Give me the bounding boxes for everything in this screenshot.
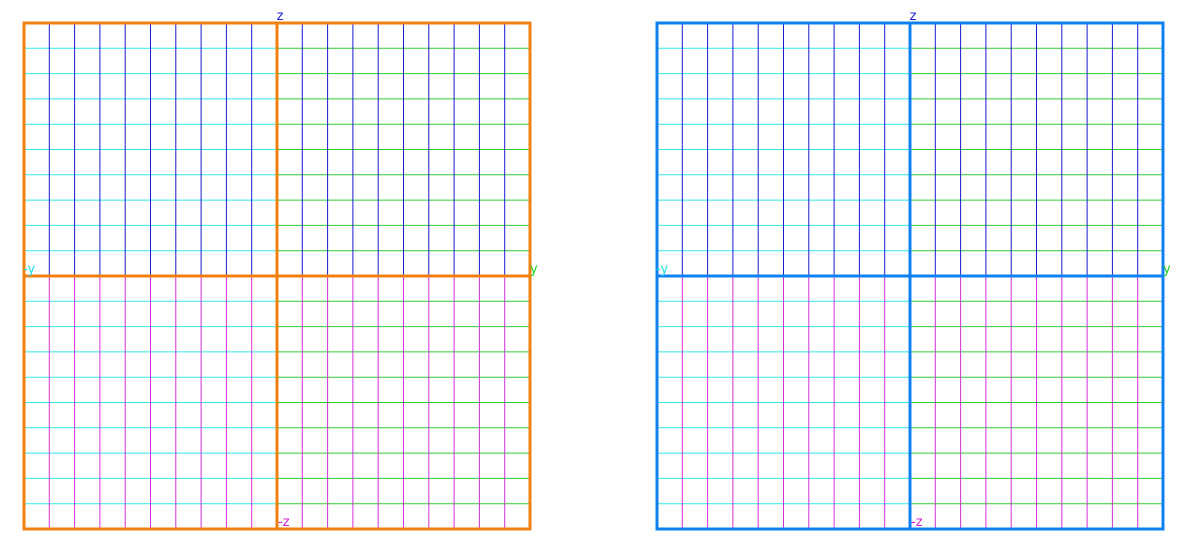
label-left-right: -y	[656, 262, 668, 277]
grid-lines-right	[657, 23, 1163, 529]
label-right-right: y	[1163, 262, 1171, 277]
label-bottom-right: -z	[911, 515, 923, 530]
grid-panel-right: z -z -y y	[655, 9, 1171, 531]
label-bottom-left: -z	[278, 515, 290, 530]
grid-lines-left	[24, 23, 530, 529]
label-top-right: z	[910, 9, 917, 24]
label-top-left: z	[277, 9, 284, 24]
label-right-left: y	[530, 262, 538, 277]
label-left-left: -y	[23, 262, 35, 277]
grid-panel-left: z -z -y y	[22, 9, 538, 531]
